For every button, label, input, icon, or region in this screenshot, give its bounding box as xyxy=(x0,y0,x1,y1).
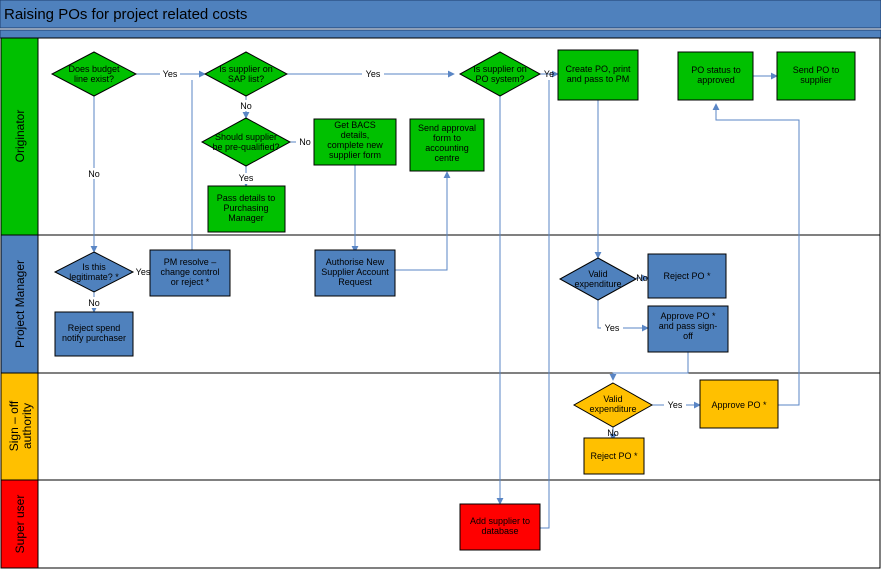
decision-po-system xyxy=(458,51,542,97)
process-reject-po-signoff xyxy=(583,437,645,475)
edge-label-valid-pm-yes: Yes xyxy=(605,323,620,333)
process-send-approval xyxy=(409,118,485,172)
process-approve-po-signoff-text: Approve PO * xyxy=(711,400,767,410)
decision-valid-expenditure-signoff xyxy=(572,382,654,428)
decision-prequalified xyxy=(200,117,292,167)
edge-label-prequal-yes: Yes xyxy=(239,173,254,183)
process-reject-spend xyxy=(54,311,134,357)
process-approve-po-pm-text: Approve PO *and pass sign-off xyxy=(659,311,718,341)
edge-labels: Yes No Yes No No Yes Yes No Ye No Yes Ye… xyxy=(84,68,686,438)
edge-label-valid-so-no: No xyxy=(607,428,619,438)
edge-label-posystem-yes: Ye xyxy=(544,69,554,79)
edge-super-to-createpo xyxy=(540,80,550,529)
lane-label-originator: Originator xyxy=(13,110,27,163)
process-reject-po-pm xyxy=(647,253,727,299)
process-reject-po-pm-text: Reject PO * xyxy=(663,271,711,281)
edge-label-valid-so-yes: Yes xyxy=(668,400,683,410)
edge-label-budget-no: No xyxy=(88,169,100,179)
edge-approve-so-to-status xyxy=(712,103,800,406)
edge-label-legit-no: No xyxy=(88,298,100,308)
lane-label-sign-off-1: Sign – off xyxy=(7,400,21,451)
decision-legitimate xyxy=(53,251,135,293)
lane-header-project-manager xyxy=(0,234,39,374)
process-reject-po-signoff-text: Reject PO * xyxy=(590,451,638,461)
header-bar xyxy=(0,0,881,29)
edge-label-legit-yes: Yes xyxy=(136,267,151,277)
process-get-bacs xyxy=(313,118,397,166)
edge-label-sap-no: No xyxy=(240,101,252,111)
edge-valid-pm-yes xyxy=(597,300,649,332)
page-title: Raising POs for project related costs xyxy=(4,6,247,23)
process-pm-resolve xyxy=(149,249,231,297)
edge-label-sap-yes: Yes xyxy=(366,69,381,79)
edge-label-prequal-no: No xyxy=(299,137,311,147)
lane-header-super-user xyxy=(0,479,39,569)
edge-authorise-to-send xyxy=(395,171,451,271)
lane-label-project-manager: Project Manager xyxy=(13,260,27,348)
process-authorise-supplier xyxy=(314,249,396,297)
lane-super-user xyxy=(0,479,881,569)
process-create-po xyxy=(557,49,639,101)
edge-approve-pm-to-valid-so xyxy=(609,352,689,381)
process-send-po xyxy=(776,51,856,101)
edge-label-budget-yes: Yes xyxy=(163,69,178,79)
decision-valid-expenditure-pm xyxy=(558,257,638,301)
edge-label-valid-pm-no: No xyxy=(636,273,648,283)
lane-label-sign-off-2: authority xyxy=(20,403,34,449)
process-approve-po-pm xyxy=(647,305,729,353)
process-approve-po-signoff xyxy=(699,379,779,429)
process-pass-details xyxy=(207,185,286,233)
header-sub-bar xyxy=(0,29,881,39)
process-add-supplier xyxy=(459,503,541,551)
lane-label-super-user: Super user xyxy=(13,495,27,554)
swimlanes: Originator Project Manager Sign – off au… xyxy=(0,37,881,569)
process-po-status xyxy=(677,51,754,101)
lane-header-originator xyxy=(0,37,39,236)
decision-supplier-on-sap xyxy=(203,51,289,97)
decision-budget-line xyxy=(50,51,138,97)
